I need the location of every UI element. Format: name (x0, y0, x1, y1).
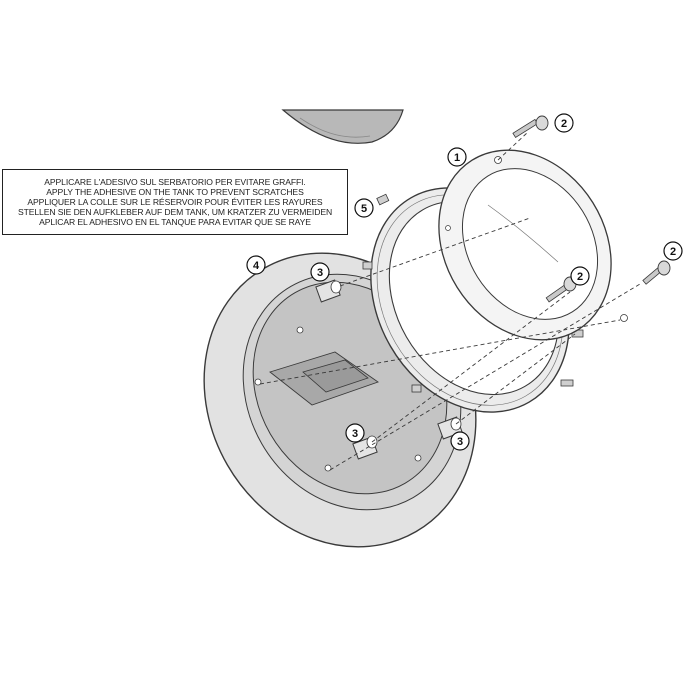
callout-3-center: 3 (345, 423, 365, 443)
adhesive-instruction-note: APPLICARE L'ADESIVO SUL SERBATORIO PER E… (2, 169, 348, 235)
note-line-german: STELLEN SIE DEN AUFKLEBER AUF DEM TANK, … (17, 207, 333, 217)
assembly-guide-lines (259, 131, 641, 471)
screw-mid (545, 276, 577, 303)
callout-1: 1 (447, 147, 467, 167)
svg-text:1: 1 (454, 152, 460, 164)
svg-text:3: 3 (457, 436, 463, 448)
callout-3-left: 3 (310, 262, 330, 282)
svg-text:5: 5 (361, 203, 367, 215)
callout-3-right: 3 (450, 431, 470, 451)
note-line-english: APPLY THE ADHESIVE ON THE TANK TO PREVEN… (46, 187, 304, 197)
callout-2-right: 2 (663, 241, 683, 261)
note-line-spanish: APLICAR EL ADHESIVO EN EL TANQUE PARA EV… (39, 217, 311, 227)
note-line-italian: APPLICARE L'ADESIVO SUL SERBATORIO PER E… (44, 177, 306, 187)
svg-text:3: 3 (352, 428, 358, 440)
top-ring (438, 149, 628, 341)
svg-text:4: 4 (253, 260, 260, 272)
svg-text:2: 2 (577, 271, 583, 283)
note-line-french: APPLIQUER LA COLLE SUR LE RÉSERVOIR POUR… (27, 197, 323, 207)
fuel-cap-partial (281, 109, 404, 144)
svg-text:3: 3 (317, 267, 323, 279)
callout-4: 4 (246, 255, 266, 275)
callout-5: 5 (354, 198, 374, 218)
callout-2-mid: 2 (570, 266, 590, 286)
screw-right (642, 260, 671, 285)
svg-text:2: 2 (561, 118, 567, 130)
callout-2-top: 2 (554, 113, 574, 133)
screw-top (512, 115, 549, 138)
svg-text:2: 2 (670, 246, 676, 258)
spacer-left (315, 279, 342, 303)
